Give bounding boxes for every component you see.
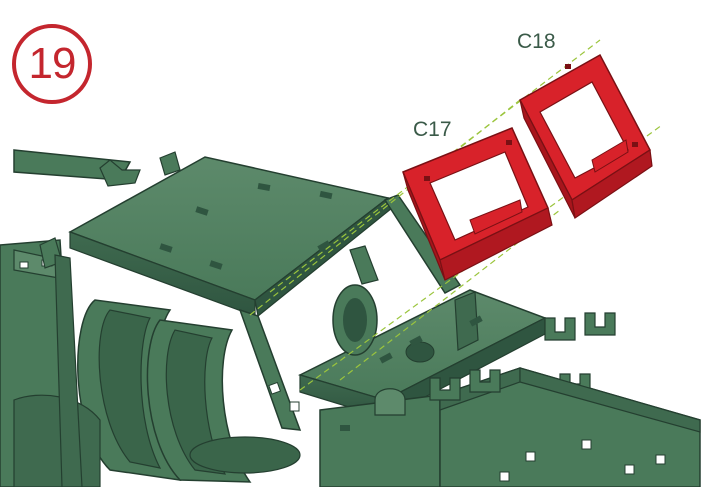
part-label-c18: C18 (517, 30, 556, 54)
step-number: 19 (29, 39, 76, 89)
step-number-badge: 19 (12, 24, 92, 104)
part-label-c17: C17 (413, 118, 452, 142)
